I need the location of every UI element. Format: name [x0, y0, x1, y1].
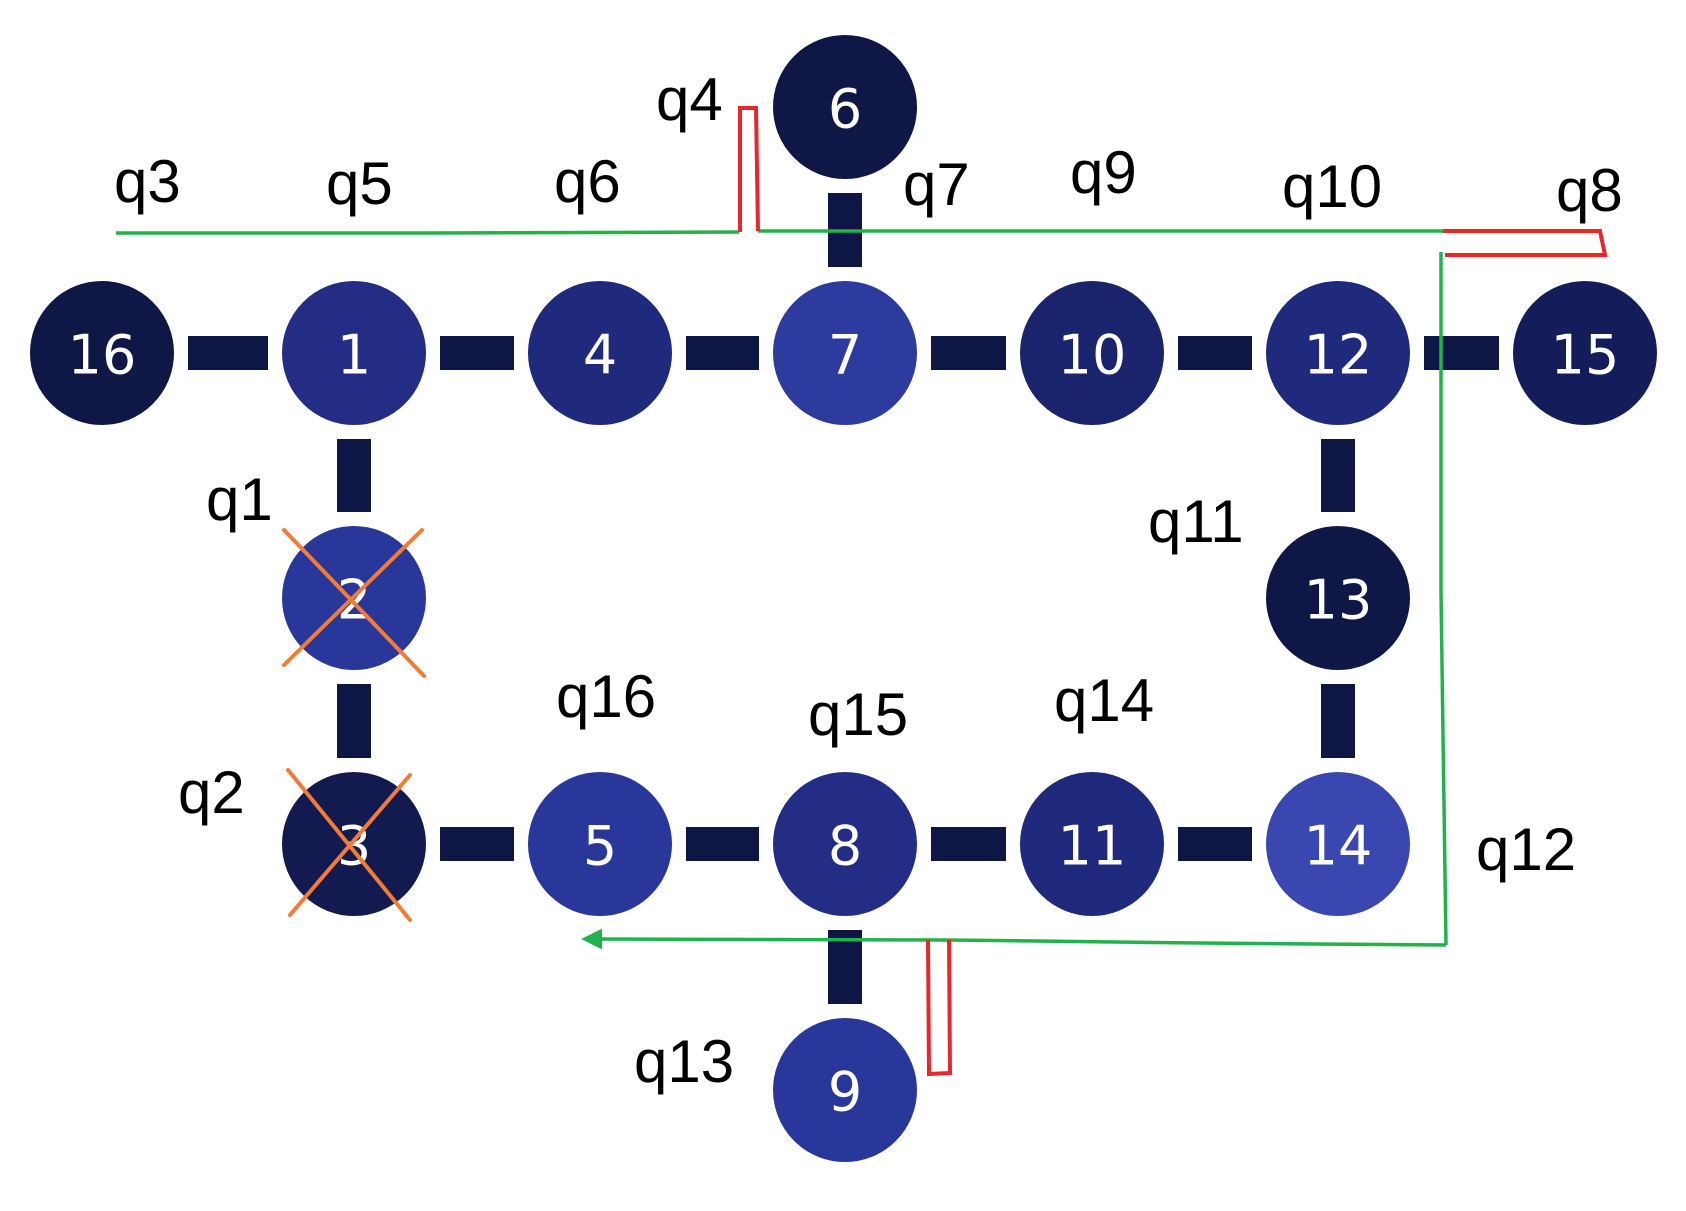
edge-12-13: [1321, 439, 1355, 512]
edge-16-1: [188, 336, 268, 370]
qubit-label-q2: q2: [178, 759, 245, 826]
node-15: 15: [1509, 277, 1661, 429]
node-10: 10: [1016, 277, 1168, 429]
node-13-label: 13: [1304, 569, 1373, 632]
node-6-circle: [769, 31, 921, 183]
node-16-label: 16: [68, 324, 137, 387]
qubit-label-q16: q16: [556, 663, 656, 730]
qubit-label-q1: q1: [206, 466, 273, 533]
node-8-label: 8: [828, 815, 862, 878]
node-12-label: 12: [1304, 324, 1373, 387]
node-1-label: 1: [337, 324, 371, 387]
qubit-label-q7: q7: [903, 151, 970, 218]
node-10-circle: [1016, 277, 1168, 429]
node-9-circle: [769, 1014, 921, 1166]
node-11-label: 11: [1058, 815, 1127, 878]
node-8: 8: [769, 768, 921, 920]
node-13: 13: [1262, 522, 1414, 674]
node-7-circle: [769, 277, 921, 429]
node-12: 12: [1262, 277, 1414, 429]
node-7-label: 7: [828, 324, 862, 387]
node-5-circle: [524, 768, 676, 920]
node-14-label: 14: [1304, 815, 1373, 878]
cross-node-3-b: [288, 773, 412, 917]
edge-13-14: [1321, 684, 1355, 758]
qubit-label-q3: q3: [114, 148, 181, 215]
node-16-circle: [26, 277, 178, 429]
edge-5-8: [686, 827, 759, 861]
node-15-label: 15: [1551, 324, 1620, 387]
qubit-label-q9: q9: [1070, 139, 1137, 206]
node-4-label: 4: [583, 324, 617, 387]
node-1-circle: [278, 277, 430, 429]
edge-4-7: [686, 336, 759, 370]
qubit-label-q8: q8: [1556, 157, 1623, 224]
cross-node-2-a: [282, 528, 426, 678]
node-11-circle: [1016, 768, 1168, 920]
qubit-label-q13: q13: [634, 1028, 734, 1095]
qubit-label-q6: q6: [554, 148, 621, 215]
swap-marker-q4: [738, 106, 760, 232]
edge-8-9: [828, 930, 862, 1004]
node-15-circle: [1509, 277, 1661, 429]
qubit-labels: q3 q5 q6 q4 q7 q9 q10 q8 q1 q11 q2 q16 q15 q14 q12 q13: [114, 66, 1623, 1095]
edge-8-11: [931, 827, 1006, 861]
cross-node-2-b: [282, 528, 424, 667]
node-2-label: 2: [337, 569, 371, 632]
node-14: 14: [1262, 768, 1414, 920]
swap-marker-q13: [926, 939, 953, 1077]
node-10-label: 10: [1058, 324, 1127, 387]
node-3: 3: [278, 768, 430, 920]
edge-7-10: [931, 336, 1006, 370]
node-11: 11: [1016, 768, 1168, 920]
swap-marker-q8: [1443, 229, 1608, 257]
node-12-circle: [1262, 277, 1414, 429]
node-5-label: 5: [583, 815, 617, 878]
qubit-label-q5: q5: [326, 150, 393, 217]
node-9: 9: [769, 1014, 921, 1166]
edge-10-12: [1178, 336, 1252, 370]
qubit-label-q15: q15: [808, 681, 908, 748]
node-9-label: 9: [828, 1061, 862, 1124]
node-16: 16: [26, 277, 178, 429]
qubit-label-q14: q14: [1054, 667, 1154, 734]
node-4-circle: [524, 277, 676, 429]
edge-11-14: [1178, 827, 1252, 861]
route-bottom-line: [581, 928, 1447, 950]
qubit-label-q12: q12: [1476, 816, 1576, 883]
qubit-label-q11: q11: [1148, 488, 1244, 555]
edge-2-3: [337, 684, 371, 758]
node-13-circle: [1262, 522, 1414, 674]
node-8-circle: [769, 768, 921, 920]
node-5: 5: [524, 768, 676, 920]
node-6: 6: [769, 31, 921, 183]
crossed-out-markers: [282, 528, 426, 922]
route-top-line: [116, 230, 740, 235]
edge-1-4: [440, 336, 514, 370]
node-14-circle: [1262, 768, 1414, 920]
edge-1-2: [337, 439, 371, 512]
edge-3-5: [440, 827, 514, 861]
node-6-label: 6: [828, 78, 862, 141]
qubit-label-q4: q4: [656, 66, 723, 133]
node-4: 4: [524, 277, 676, 429]
edge-12-15: [1424, 336, 1499, 370]
swap-markers: [738, 106, 1608, 1077]
node-7: 7: [769, 277, 921, 429]
coupling-edges: [188, 193, 1499, 1004]
route-vertical-line: [1439, 252, 1448, 946]
node-1: 1: [278, 277, 430, 429]
routing-path: [116, 229, 1448, 950]
qubit-label-q10: q10: [1282, 153, 1382, 220]
